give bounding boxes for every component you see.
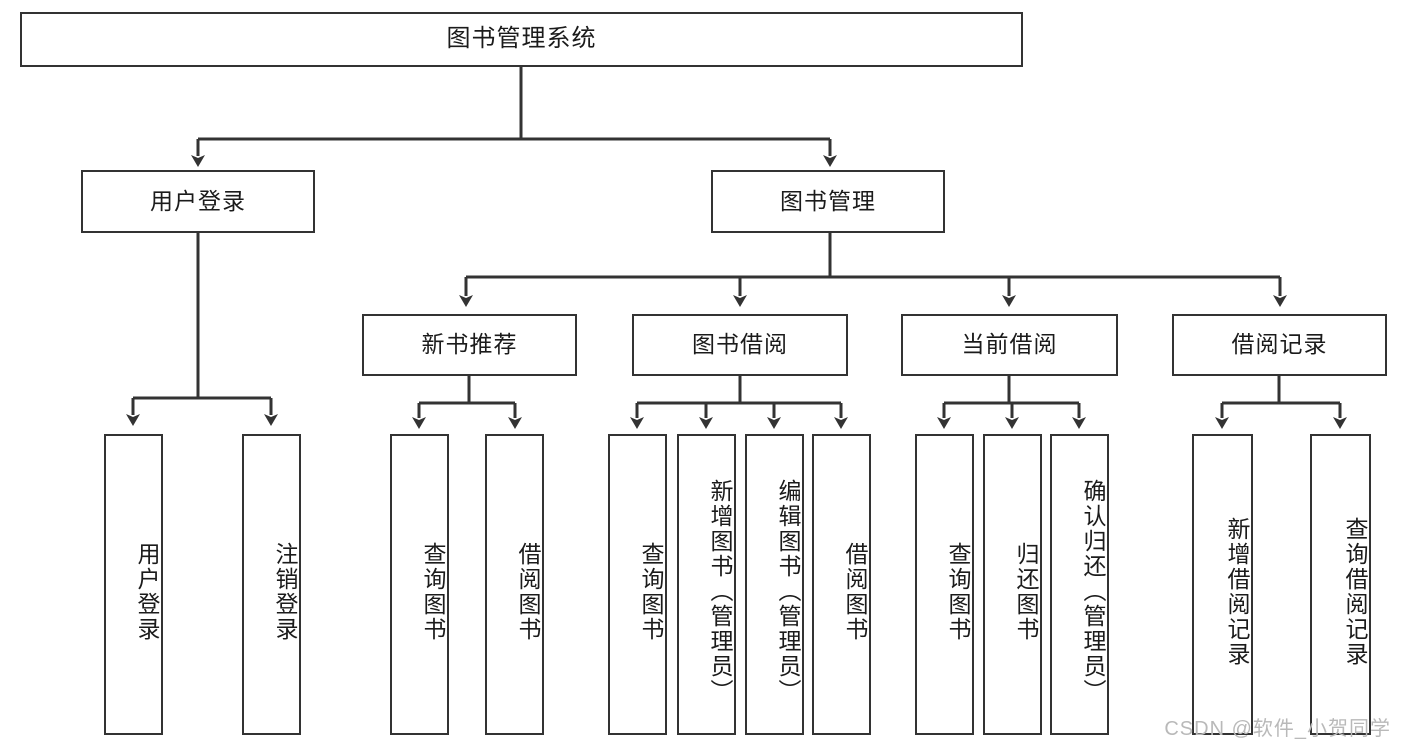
leaf-current-borrow-confirm[interactable]: 确认归还（管理员） bbox=[1050, 434, 1109, 735]
node-borrow-record-label: 借阅记录 bbox=[1231, 331, 1328, 358]
node-new-book-recommend-label: 新书推荐 bbox=[421, 331, 518, 358]
leaf-label: 确认归还（管理员） bbox=[1080, 479, 1106, 704]
node-new-book-recommend[interactable]: 新书推荐 bbox=[362, 314, 577, 376]
leaf-current-borrow-return[interactable]: 归还图书 bbox=[983, 434, 1042, 735]
leaf-label: 新增借阅记录 bbox=[1224, 516, 1250, 667]
leaf-label: 编辑图书（管理员） bbox=[775, 479, 801, 704]
node-root-label: 图书管理系统 bbox=[446, 25, 597, 53]
leaf-label: 查询图书 bbox=[420, 541, 446, 642]
leaf-label: 查询图书 bbox=[945, 541, 971, 642]
leaf-borrow-record-query[interactable]: 查询借阅记录 bbox=[1310, 434, 1371, 735]
leaf-book-borrow-borrow[interactable]: 借阅图书 bbox=[812, 434, 871, 735]
node-borrow-record[interactable]: 借阅记录 bbox=[1172, 314, 1387, 376]
leaf-book-borrow-query[interactable]: 查询图书 bbox=[608, 434, 667, 735]
leaf-borrow-record-add[interactable]: 新增借阅记录 bbox=[1192, 434, 1253, 735]
leaf-current-borrow-query[interactable]: 查询图书 bbox=[915, 434, 974, 735]
node-book-management-label: 图书管理 bbox=[780, 187, 876, 214]
leaf-label: 归还图书 bbox=[1013, 541, 1039, 642]
node-user-login-label: 用户登录 bbox=[150, 187, 246, 214]
node-book-borrow-label: 图书借阅 bbox=[692, 331, 788, 358]
node-book-management[interactable]: 图书管理 bbox=[711, 170, 945, 233]
node-current-borrow[interactable]: 当前借阅 bbox=[901, 314, 1118, 376]
node-user-login[interactable]: 用户登录 bbox=[81, 170, 315, 233]
leaf-user-login-login[interactable]: 用户登录 bbox=[104, 434, 163, 735]
csdn-watermark: CSDN @软件_小贺同学 bbox=[1164, 718, 1391, 740]
leaf-label: 新增图书（管理员） bbox=[707, 479, 733, 704]
leaf-new-book-borrow[interactable]: 借阅图书 bbox=[485, 434, 544, 735]
leaf-book-borrow-add[interactable]: 新增图书（管理员） bbox=[677, 434, 736, 735]
node-book-borrow[interactable]: 图书借阅 bbox=[632, 314, 848, 376]
leaf-label: 借阅图书 bbox=[515, 541, 541, 642]
node-root[interactable]: 图书管理系统 bbox=[20, 12, 1023, 67]
leaf-label: 用户登录 bbox=[134, 541, 160, 642]
node-current-borrow-label: 当前借阅 bbox=[961, 331, 1058, 358]
leaf-new-book-query[interactable]: 查询图书 bbox=[390, 434, 449, 735]
leaf-book-borrow-edit[interactable]: 编辑图书（管理员） bbox=[745, 434, 804, 735]
leaf-label: 注销登录 bbox=[272, 541, 298, 642]
leaf-label: 查询借阅记录 bbox=[1342, 516, 1368, 667]
leaf-user-login-logout[interactable]: 注销登录 bbox=[242, 434, 301, 735]
leaf-label: 借阅图书 bbox=[842, 541, 868, 642]
leaf-label: 查询图书 bbox=[638, 541, 664, 642]
